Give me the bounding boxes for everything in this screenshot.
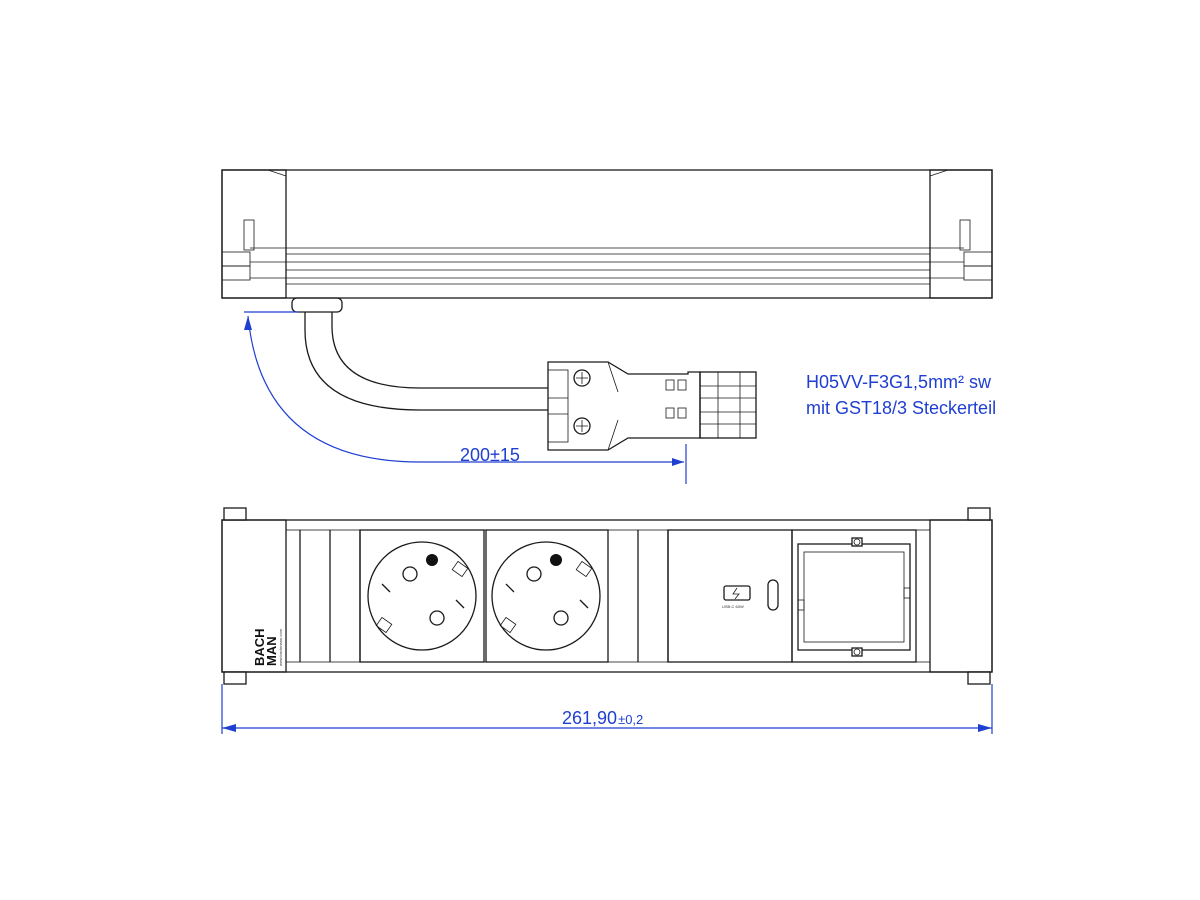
side-view — [221, 169, 993, 313]
cable-length-label: 200±15 — [460, 445, 520, 465]
battery-charge-icon — [723, 585, 751, 601]
right-end-cap — [929, 519, 993, 673]
side-view-body — [221, 169, 993, 299]
cable-spec-line2: mit GST18/3 Steckerteil — [806, 398, 996, 418]
gst18-connector — [547, 361, 757, 451]
brand-url: www.bachmann.com — [278, 628, 283, 666]
front-view-body — [221, 519, 993, 673]
cable-gland — [291, 297, 343, 313]
schuko-socket-2 — [485, 529, 609, 663]
usb-module — [667, 529, 793, 663]
cable-spec-line1: H05VV-F3G1,5mm² sw — [806, 372, 992, 392]
front-view — [221, 507, 993, 685]
schuko-socket-1-face — [367, 541, 477, 651]
cable — [304, 312, 548, 411]
brand-line1: BACH — [252, 628, 267, 666]
usb-module-label: USB-C 60W — [722, 604, 744, 609]
screw-icon — [573, 369, 591, 387]
schuko-socket-2-face — [491, 541, 601, 651]
total-length-label: 261,90±0,2 — [562, 708, 643, 728]
schuko-socket-1 — [359, 529, 485, 663]
brand-line2: MAN — [264, 636, 279, 666]
custom-module-frame — [791, 529, 917, 663]
total-length-dimension: 261,90±0,2 — [221, 684, 993, 734]
screw-icon — [573, 417, 591, 435]
usb-c-socket — [767, 579, 779, 611]
usb-c-port: USB-C 60W — [722, 579, 779, 611]
side-view-right-cap — [929, 169, 993, 299]
cable-spec-note: H05VV-F3G1,5mm² sw mit GST18/3 Steckerte… — [806, 372, 996, 418]
brand-logo: BACH MAN www.bachmann.com — [252, 628, 283, 666]
cable-length-dimension: 200±15 — [244, 311, 687, 484]
